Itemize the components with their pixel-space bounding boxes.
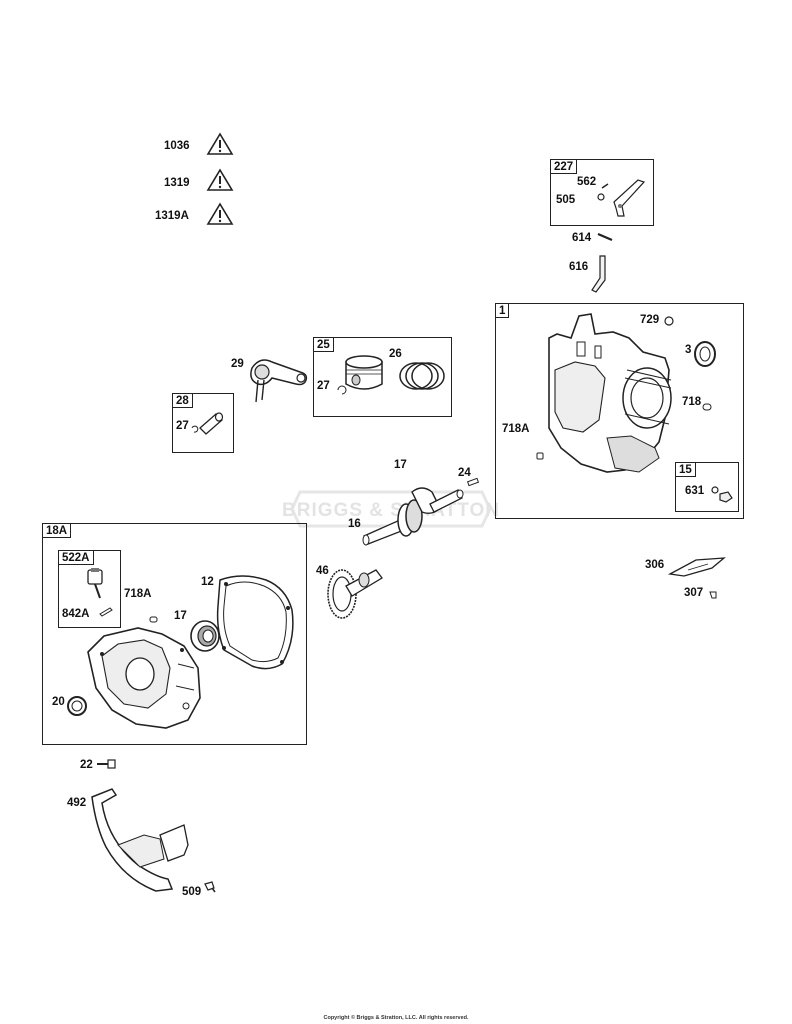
connecting-rod-part[interactable] [246,350,310,406]
part-label-12[interactable]: 12 [201,576,214,588]
part-label-27-pin[interactable]: 27 [176,420,189,432]
part-label-842A[interactable]: 842A [62,608,90,620]
crankcase-cylinder-part[interactable] [535,308,740,478]
group-box-522A: 522A [58,550,121,628]
part-label-17-crank[interactable]: 17 [394,459,407,471]
oil-seal-part[interactable] [66,694,90,718]
bolt-part[interactable] [95,757,119,771]
part-label-16[interactable]: 16 [348,518,361,530]
part-label-306[interactable]: 306 [645,559,665,571]
part-label-307[interactable]: 307 [684,587,704,599]
part-label-505[interactable]: 505 [556,194,576,206]
group-tag-28[interactable]: 28 [172,393,193,408]
group-tag-15[interactable]: 15 [675,462,696,477]
part-label-509[interactable]: 509 [182,886,202,898]
part-label-3[interactable]: 3 [685,344,692,356]
group-box-25: 25 [313,337,452,417]
part-label-616[interactable]: 616 [569,261,589,273]
part-label-631[interactable]: 631 [685,485,705,497]
part-label-29[interactable]: 29 [231,358,244,370]
part-label-562[interactable]: 562 [577,176,597,188]
piston-and-rings-part[interactable] [334,350,445,400]
group-tag-1[interactable]: 1 [495,303,510,318]
crankshaft-part[interactable] [360,474,480,550]
gasket-part[interactable] [212,570,298,674]
copyright-notice: Copyright © Briggs & Stratton, LLC. All … [323,1015,469,1021]
warning-label-1036[interactable]: 1036 [164,140,190,152]
part-label-24[interactable]: 24 [458,467,471,479]
bearing-part[interactable] [188,618,222,654]
part-label-614[interactable]: 614 [572,232,592,244]
screw-part[interactable] [202,880,218,894]
piston-pin-part[interactable] [188,408,228,442]
deflector-part[interactable] [666,554,726,580]
part-label-718A-cylinder[interactable]: 718A [502,423,530,435]
governor-pin-part[interactable] [596,232,616,242]
dowel-pin-part[interactable] [148,615,160,625]
shroud-part[interactable] [88,785,192,895]
part-label-20[interactable]: 20 [52,696,65,708]
group-tag-18A[interactable]: 18A [42,523,72,538]
governor-shaft-part[interactable] [588,254,612,296]
part-label-26[interactable]: 26 [389,348,402,360]
group-box-18A: 18A [42,523,307,745]
part-label-46[interactable]: 46 [316,565,329,577]
group-tag-25[interactable]: 25 [313,337,334,352]
group-box-15: 15 [675,462,739,512]
part-label-27-piston[interactable]: 27 [317,380,330,392]
oil-sensor-part[interactable] [82,566,116,624]
oil-drain-plug-part[interactable] [710,484,734,504]
part-label-718A-cover[interactable]: 718A [124,588,152,600]
warning-triangle-icon [206,168,234,191]
deflector-screw-part[interactable] [708,588,720,600]
warning-triangle-icon [206,202,234,225]
governor-lever-part[interactable] [578,172,648,220]
warning-label-1319A[interactable]: 1319A [155,210,189,222]
warning-label-1319[interactable]: 1319 [164,177,190,189]
group-box-1: 1 [495,303,744,519]
group-box-28: 28 [172,393,234,453]
group-tag-522A[interactable]: 522A [58,550,94,565]
camshaft-part[interactable] [322,562,388,622]
part-label-718[interactable]: 718 [682,396,702,408]
part-label-729[interactable]: 729 [640,314,660,326]
warning-triangle-icon [206,132,234,155]
crankcase-cover-part[interactable] [82,624,204,732]
part-label-22[interactable]: 22 [80,759,93,771]
part-label-17-bearing[interactable]: 17 [174,610,187,622]
group-tag-227[interactable]: 227 [550,159,578,174]
group-box-227: 227 [550,159,654,226]
part-label-492[interactable]: 492 [67,797,87,809]
